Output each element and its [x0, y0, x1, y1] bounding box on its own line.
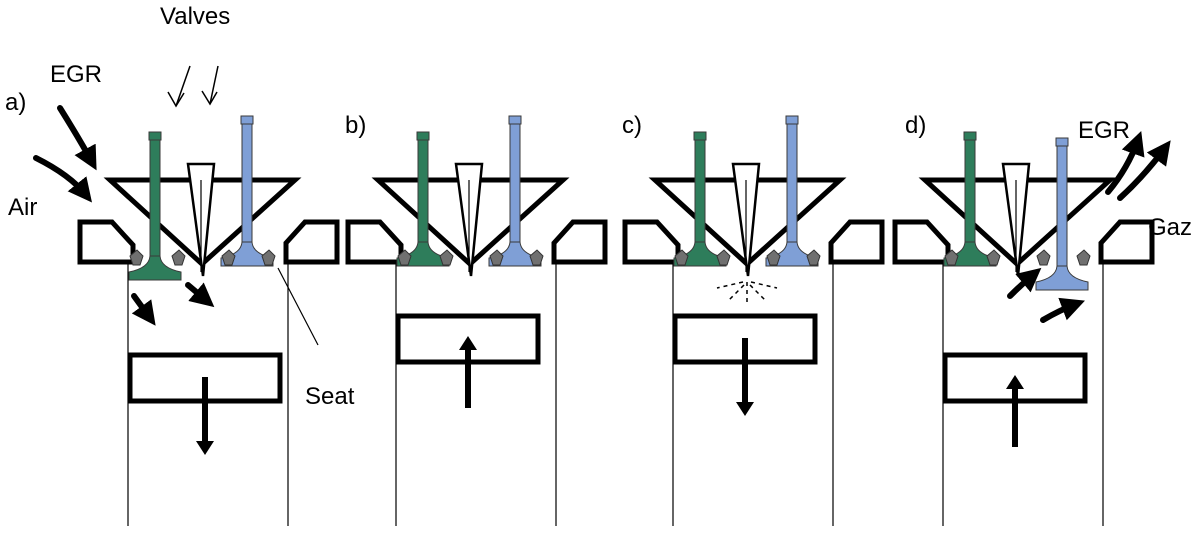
exhaust-port: [828, 219, 885, 265]
intake-port: [892, 219, 951, 265]
piston-down-arrow-head: [736, 402, 754, 416]
intake-valve-stem: [149, 135, 161, 263]
valve-seat-intake-right: [716, 249, 731, 266]
panel-tag-c: c): [622, 112, 642, 139]
panel-tag-d: d): [905, 112, 926, 139]
valve-seat-intake-right: [986, 249, 1001, 266]
exhaust-port: [1098, 219, 1155, 265]
seat-pointer-line: [277, 267, 319, 346]
exhaust-valve-stem: [786, 119, 798, 249]
valve-seat-intake-right: [171, 249, 186, 266]
egr-inlet-label: EGR: [50, 61, 102, 88]
exhaust-valve-tip: [1055, 137, 1069, 147]
valve-seat-exhaust-left: [221, 249, 236, 266]
intake-valve-tip: [693, 131, 707, 141]
intake-valve-tip: [963, 131, 977, 141]
engine-panel-c: [622, 115, 885, 526]
valve-seat-exhaust-right: [1076, 249, 1091, 266]
valve-seat-exhaust-right: [806, 249, 821, 266]
exhaust-flow-arrows: [1007, 130, 1171, 323]
spark-flash: [716, 281, 778, 304]
intake-valve-tip: [148, 131, 162, 141]
engine-panel-a: [77, 115, 340, 526]
valve-seat-exhaust-left: [1036, 249, 1051, 266]
intake-valve-stem: [964, 135, 976, 249]
gaz-label: Gaz: [1148, 214, 1192, 241]
piston-up-arrow-head: [1006, 375, 1024, 389]
valve-seat-intake-left: [674, 249, 689, 266]
spark-ray: [728, 284, 745, 301]
spark-ray: [749, 284, 766, 301]
panel-tag-b: b): [345, 112, 366, 139]
intake-valve-stem: [417, 135, 429, 249]
valve-seat-intake-left: [397, 249, 412, 266]
exhaust-valve-stem: [241, 119, 253, 249]
valve-seat-exhaust-left: [766, 249, 781, 266]
intake-valve-head: [128, 255, 182, 281]
air-label: Air: [8, 194, 37, 221]
intake-valve-tip: [416, 131, 430, 141]
valves-pointer-arrows: [167, 65, 219, 108]
intake-valve-stem: [694, 135, 706, 249]
valve-seat-exhaust-right: [261, 249, 276, 266]
valve-seat-exhaust-right: [529, 249, 544, 266]
seat-label: Seat: [305, 383, 355, 410]
piston-up-arrow-head: [459, 336, 477, 350]
egr-outlet-label: EGR: [1078, 117, 1130, 144]
spark-ray: [716, 281, 744, 289]
valve-seat-intake-left: [944, 249, 959, 266]
intake-flow-arrows: [33, 105, 215, 326]
exhaust-valve-stem: [1056, 141, 1068, 273]
exhaust-valve-tip: [508, 115, 522, 125]
valves-label: Valves: [160, 3, 230, 30]
engine-panel-b: [345, 115, 608, 526]
exhaust-port: [551, 219, 608, 265]
valve-seat-exhaust-left: [489, 249, 504, 266]
panel-tag-a: a): [5, 89, 26, 116]
exhaust-valve-head: [1035, 265, 1089, 291]
engine-panel-d: [892, 131, 1155, 526]
exhaust-valve-tip: [785, 115, 799, 125]
valve-seat-intake-left: [129, 249, 144, 266]
piston-down-arrow-head: [196, 441, 214, 455]
intake-port: [345, 219, 404, 265]
intake-port: [77, 219, 136, 265]
exhaust-port: [283, 219, 340, 265]
valve-seat-intake-right: [439, 249, 454, 266]
exhaust-valve-stem: [509, 119, 521, 249]
intake-port: [622, 219, 681, 265]
exhaust-valve-tip: [240, 115, 254, 125]
spark-ray: [750, 281, 778, 289]
